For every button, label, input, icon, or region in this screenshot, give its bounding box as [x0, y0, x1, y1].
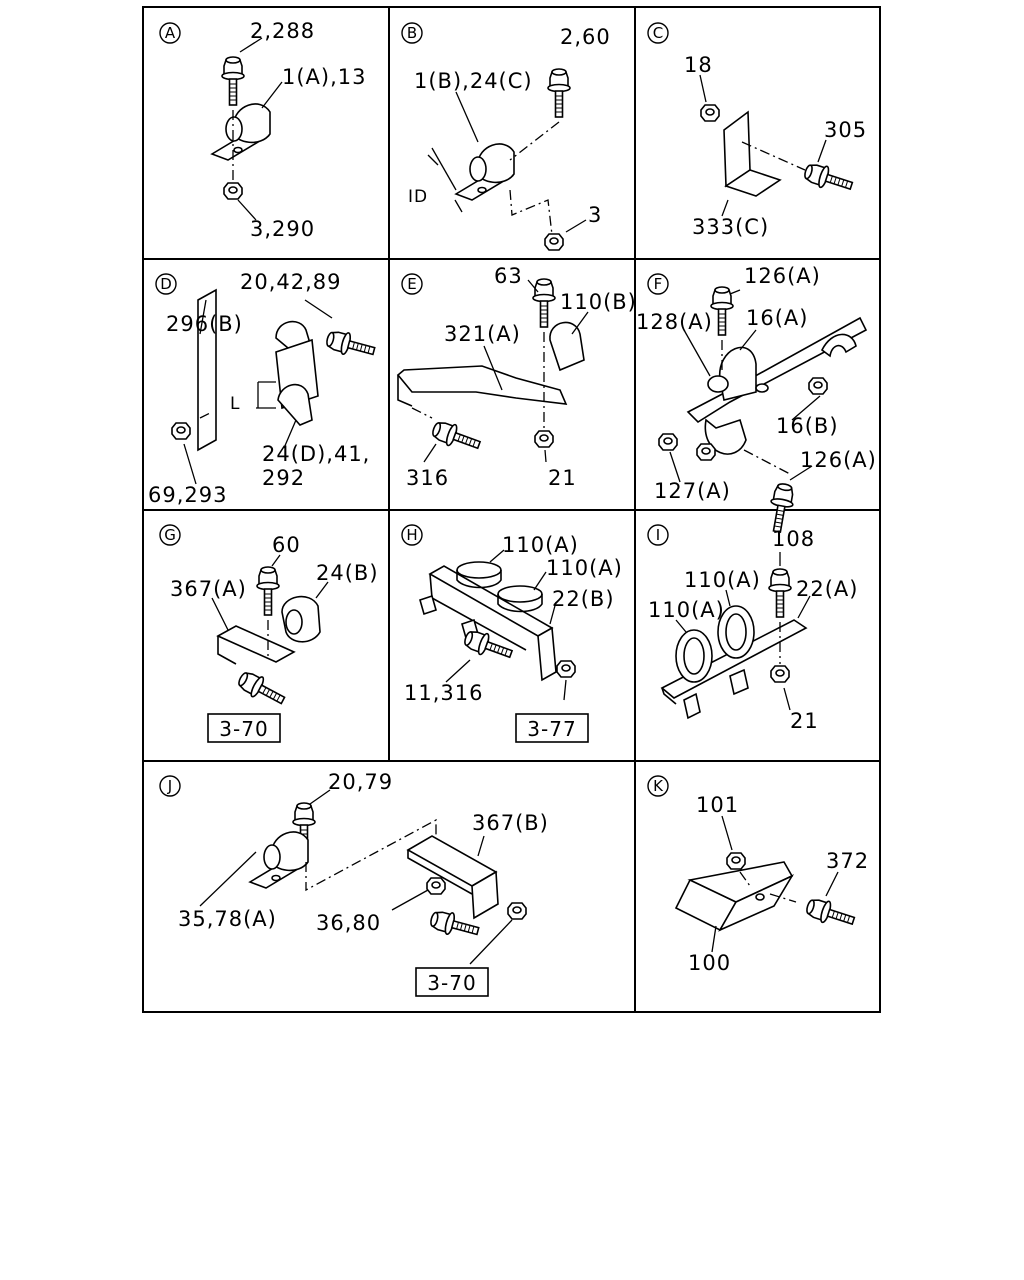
panel-f: F 126(A) 128(A) 16(A) 16(B) 126(A) 127(A…: [636, 264, 877, 535]
panel-letter: C: [653, 24, 663, 42]
reference-box: [207, 713, 281, 743]
panel-c: C 18 305 333(C): [647, 22, 867, 239]
callout: 110(A): [648, 598, 725, 622]
reference-box: [415, 967, 489, 997]
callout: 1(B),24(C): [414, 69, 533, 93]
callout: 110(B): [560, 290, 637, 314]
panel-d: D 20,42,89 296(B) L 24(D),41, 292 69,293: [148, 270, 378, 507]
callout: 110(A): [684, 568, 761, 592]
callout: 110(A): [546, 556, 623, 580]
callout: 321(A): [444, 322, 521, 346]
callout: 316: [406, 466, 449, 490]
callout: 3: [588, 203, 602, 227]
callout: 35,78(A): [178, 907, 277, 931]
callout: 367(B): [472, 811, 549, 835]
callout: 128(A): [636, 310, 713, 334]
panel-a: A 2,288 1(A),13 3,290: [159, 19, 367, 241]
callout: 3,290: [250, 217, 315, 241]
callout: 108: [772, 527, 815, 551]
dimension-label: ID: [408, 187, 428, 207]
panel-letter: B: [407, 24, 417, 42]
callout: 22(B): [552, 587, 615, 611]
callout: 36,80: [316, 911, 381, 935]
callout: 63: [494, 264, 523, 288]
callout: 100: [688, 951, 731, 975]
panel-letter: J: [167, 777, 172, 795]
callout: 292: [262, 466, 305, 490]
callout: 21: [790, 709, 819, 733]
callout: 296(B): [166, 312, 243, 336]
callout: 101: [696, 793, 739, 817]
callout: 1(A),13: [282, 65, 367, 89]
panel-h: H 3-77 110(A) 110(A) 22(B) 11,316: [401, 524, 623, 743]
panel-letter: H: [406, 526, 417, 544]
dimension-label: L: [230, 394, 240, 414]
panel-letter: I: [656, 526, 660, 544]
panel-letter: E: [407, 275, 416, 293]
panel-k: K 101 372 100: [647, 775, 869, 975]
callout: 21: [548, 466, 577, 490]
panel-g: G 3-70 60 367(A) 24(B): [159, 524, 379, 743]
callout: 2,288: [250, 19, 315, 43]
callout: 20,42,89: [240, 270, 342, 294]
panel-e: E 63 110(B) 321(A) 316 21: [396, 264, 637, 490]
callout: 22(A): [796, 577, 858, 601]
panel-i: I 108 110(A) 22(A) 110(A) 21: [647, 524, 858, 733]
callout: 2,60: [560, 25, 611, 49]
reference-box: [515, 713, 589, 743]
panel-letter: K: [653, 777, 664, 795]
callout: 60: [272, 533, 301, 557]
page-reference: 3-77: [527, 717, 576, 741]
panel-letter: D: [160, 275, 172, 293]
callout: 372: [826, 849, 869, 873]
callout: 367(A): [170, 577, 247, 601]
callout: 24(D),41,: [262, 442, 370, 466]
callout: 69,293: [148, 483, 227, 507]
callout: 127(A): [654, 479, 731, 503]
callout: 24(B): [316, 561, 379, 585]
callout: 18: [684, 53, 713, 77]
callout: 20,79: [328, 770, 393, 794]
panel-letter: A: [165, 24, 176, 42]
callout: 333(C): [692, 215, 769, 239]
callout: 126(A): [800, 448, 877, 472]
panel-b: B 2,60 1(B),24(C) ID 3: [401, 22, 611, 251]
grid-frame: [142, 6, 881, 1013]
callout: 16(A): [746, 306, 808, 330]
panel-j: J 3-70 20,79 367(B) 35,78(A) 36,80: [159, 770, 549, 997]
callout: 305: [824, 118, 867, 142]
callout: 16(B): [776, 414, 839, 438]
panel-letter: F: [654, 275, 663, 293]
callout: 110(A): [502, 533, 579, 557]
page-reference: 3-70: [427, 971, 476, 995]
callout: 126(A): [744, 264, 821, 288]
page-reference: 3-70: [219, 717, 268, 741]
callout: 11,316: [404, 681, 483, 705]
panel-letter: G: [164, 526, 176, 544]
